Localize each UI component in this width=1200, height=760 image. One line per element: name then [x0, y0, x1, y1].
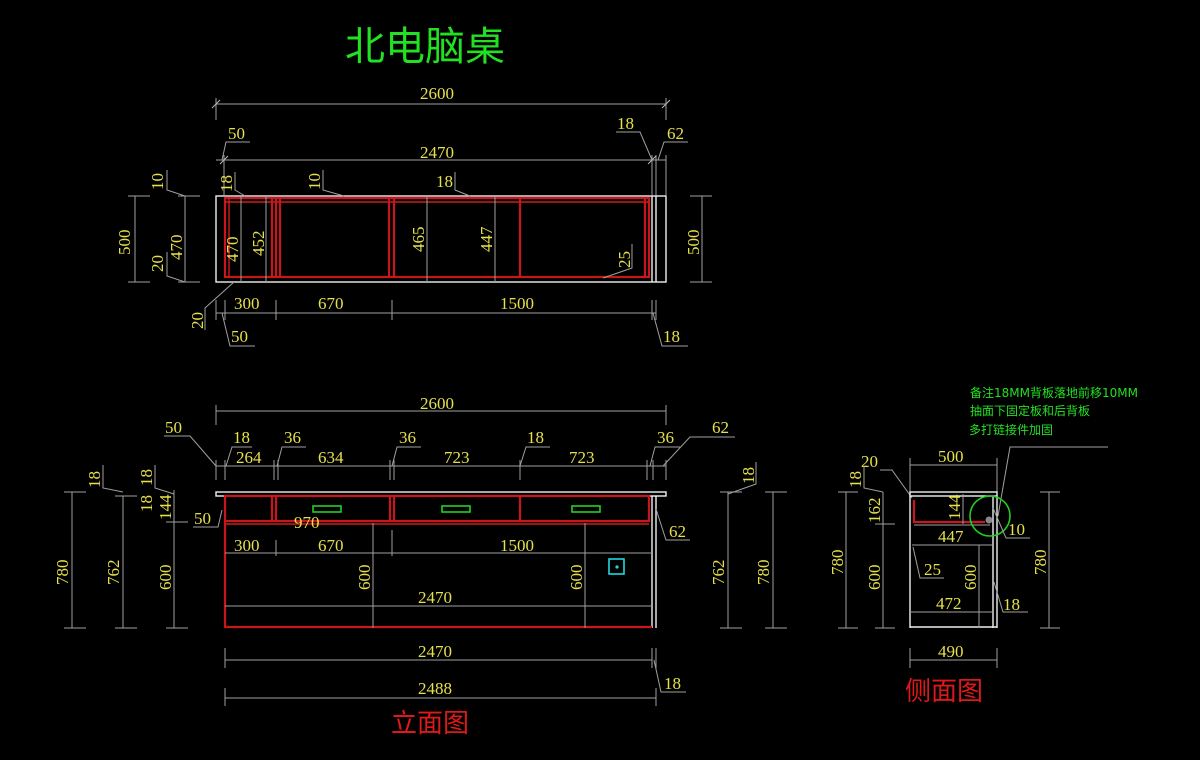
dim-elev-670: 670 — [318, 536, 344, 555]
dim-side-144: 144 — [945, 494, 964, 520]
side-view-label: 侧面图 — [905, 677, 983, 707]
dim-elev-36a: 36 — [284, 428, 301, 447]
dim-plan-452: 452 — [249, 231, 268, 257]
dim-elev-780-right: 780 — [754, 560, 773, 586]
dim-plan-18-top: 18 — [617, 114, 634, 133]
dim-side-500: 500 — [938, 447, 964, 466]
dim-elev-600-inner-a: 600 — [355, 565, 374, 591]
dim-elev-18-bottom: 18 — [664, 674, 681, 693]
dim-plan-20-bottom: 20 — [188, 312, 207, 329]
dim-elev-18a: 18 — [233, 428, 250, 447]
dim-side-600-left: 600 — [865, 565, 884, 591]
dim-elev-723b: 723 — [569, 448, 595, 467]
dim-elev-50-top: 50 — [165, 418, 182, 437]
dim-side-490: 490 — [938, 642, 964, 661]
elevation-view: 2600 50 18 264 36 634 36 723 18 723 36 6… — [53, 394, 787, 739]
dim-elev-723a: 723 — [444, 448, 470, 467]
dim-plan-62-top: 62 — [667, 124, 684, 143]
dim-side-780-left: 780 — [828, 550, 847, 576]
dim-side-600-inner: 600 — [961, 565, 980, 591]
dim-plan-1500: 1500 — [500, 294, 534, 313]
dim-plan-670: 670 — [318, 294, 344, 313]
dim-plan-2600: 2600 — [420, 84, 454, 103]
plan-view: 2600 2470 50 18 62 500 — [115, 84, 712, 347]
highlight-circle — [969, 495, 1011, 537]
dim-elev-264: 264 — [236, 448, 262, 467]
dim-side-20: 20 — [861, 452, 878, 471]
dim-elev-762-right: 762 — [709, 560, 728, 586]
dim-side-18-left: 18 — [846, 471, 865, 488]
elevation-view-label: 立面图 — [391, 709, 469, 739]
dim-elev-600-inner-b: 600 — [567, 565, 586, 591]
dim-plan-20-left: 20 — [148, 255, 167, 272]
dim-elev-634: 634 — [318, 448, 344, 467]
dim-plan-18-mid: 18 — [436, 172, 453, 191]
dim-plan-500-left: 500 — [115, 230, 134, 256]
dim-elev-970: 970 — [294, 513, 320, 532]
dim-plan-500-right: 500 — [684, 230, 703, 256]
dim-elev-144: 144 — [156, 494, 175, 520]
dim-side-162: 162 — [865, 498, 884, 524]
dim-elev-300: 300 — [234, 536, 260, 555]
dim-plan-465: 465 — [409, 227, 428, 253]
dim-plan-470-left: 470 — [167, 235, 186, 261]
note-line-3: 多打链接件加固 — [969, 422, 1053, 437]
dim-plan-50-bottom: 50 — [231, 327, 248, 346]
dim-elev-36c: 36 — [657, 428, 674, 447]
dim-side-472: 472 — [936, 594, 962, 613]
dim-side-10: 10 — [1008, 520, 1025, 539]
dim-elev-18-left-c: 18 — [137, 495, 156, 512]
note-line-2: 抽面下固定板和后背板 — [970, 403, 1090, 418]
dim-elev-600-left: 600 — [156, 565, 175, 591]
dim-plan-18-bottom: 18 — [663, 327, 680, 346]
dim-plan-10-mid: 10 — [305, 173, 324, 190]
dim-plan-18-panel: 18 — [217, 175, 236, 192]
dim-elev-18b: 18 — [527, 428, 544, 447]
dim-plan-300: 300 — [234, 294, 260, 313]
drawing-title: 北电脑桌 — [345, 24, 505, 70]
dim-plan-447: 447 — [477, 226, 496, 252]
dim-side-18-callout: 18 — [1003, 595, 1020, 614]
dim-elev-36b: 36 — [399, 428, 416, 447]
dim-elev-780-left: 780 — [53, 560, 72, 586]
side-view: 备注18MM背板落地前移10MM 抽面下固定板和后背板 多打链接件加固 500 … — [828, 385, 1138, 707]
insertion-marker-icon[interactable] — [608, 558, 625, 575]
dim-elev-1500: 1500 — [500, 536, 534, 555]
note-line-1: 备注18MM背板落地前移10MM — [970, 385, 1138, 400]
dim-elev-50-left: 50 — [194, 509, 211, 528]
dim-elev-2600: 2600 — [420, 394, 454, 413]
dim-plan-2470: 2470 — [420, 143, 454, 162]
dim-plan-10-top: 10 — [148, 173, 167, 190]
dim-elev-18-left-b: 18 — [137, 469, 156, 486]
dim-side-780-right: 780 — [1031, 550, 1050, 576]
dim-elev-62-top: 62 — [712, 418, 729, 437]
dim-plan-25: 25 — [615, 251, 634, 268]
dim-plan-470-inner: 470 — [223, 237, 242, 263]
dim-elev-18-right: 18 — [739, 467, 758, 484]
dim-elev-2470-inner: 2470 — [418, 588, 452, 607]
dim-side-447: 447 — [938, 527, 964, 546]
dim-elev-2488: 2488 — [418, 679, 452, 698]
dim-elev-62-right: 62 — [669, 522, 686, 541]
dim-elev-2470-bottom: 2470 — [418, 642, 452, 661]
dim-elev-18-left-a: 18 — [85, 471, 104, 488]
dim-elev-762-left: 762 — [104, 560, 123, 586]
dim-side-25: 25 — [924, 560, 941, 579]
dim-plan-50-top: 50 — [228, 124, 245, 143]
